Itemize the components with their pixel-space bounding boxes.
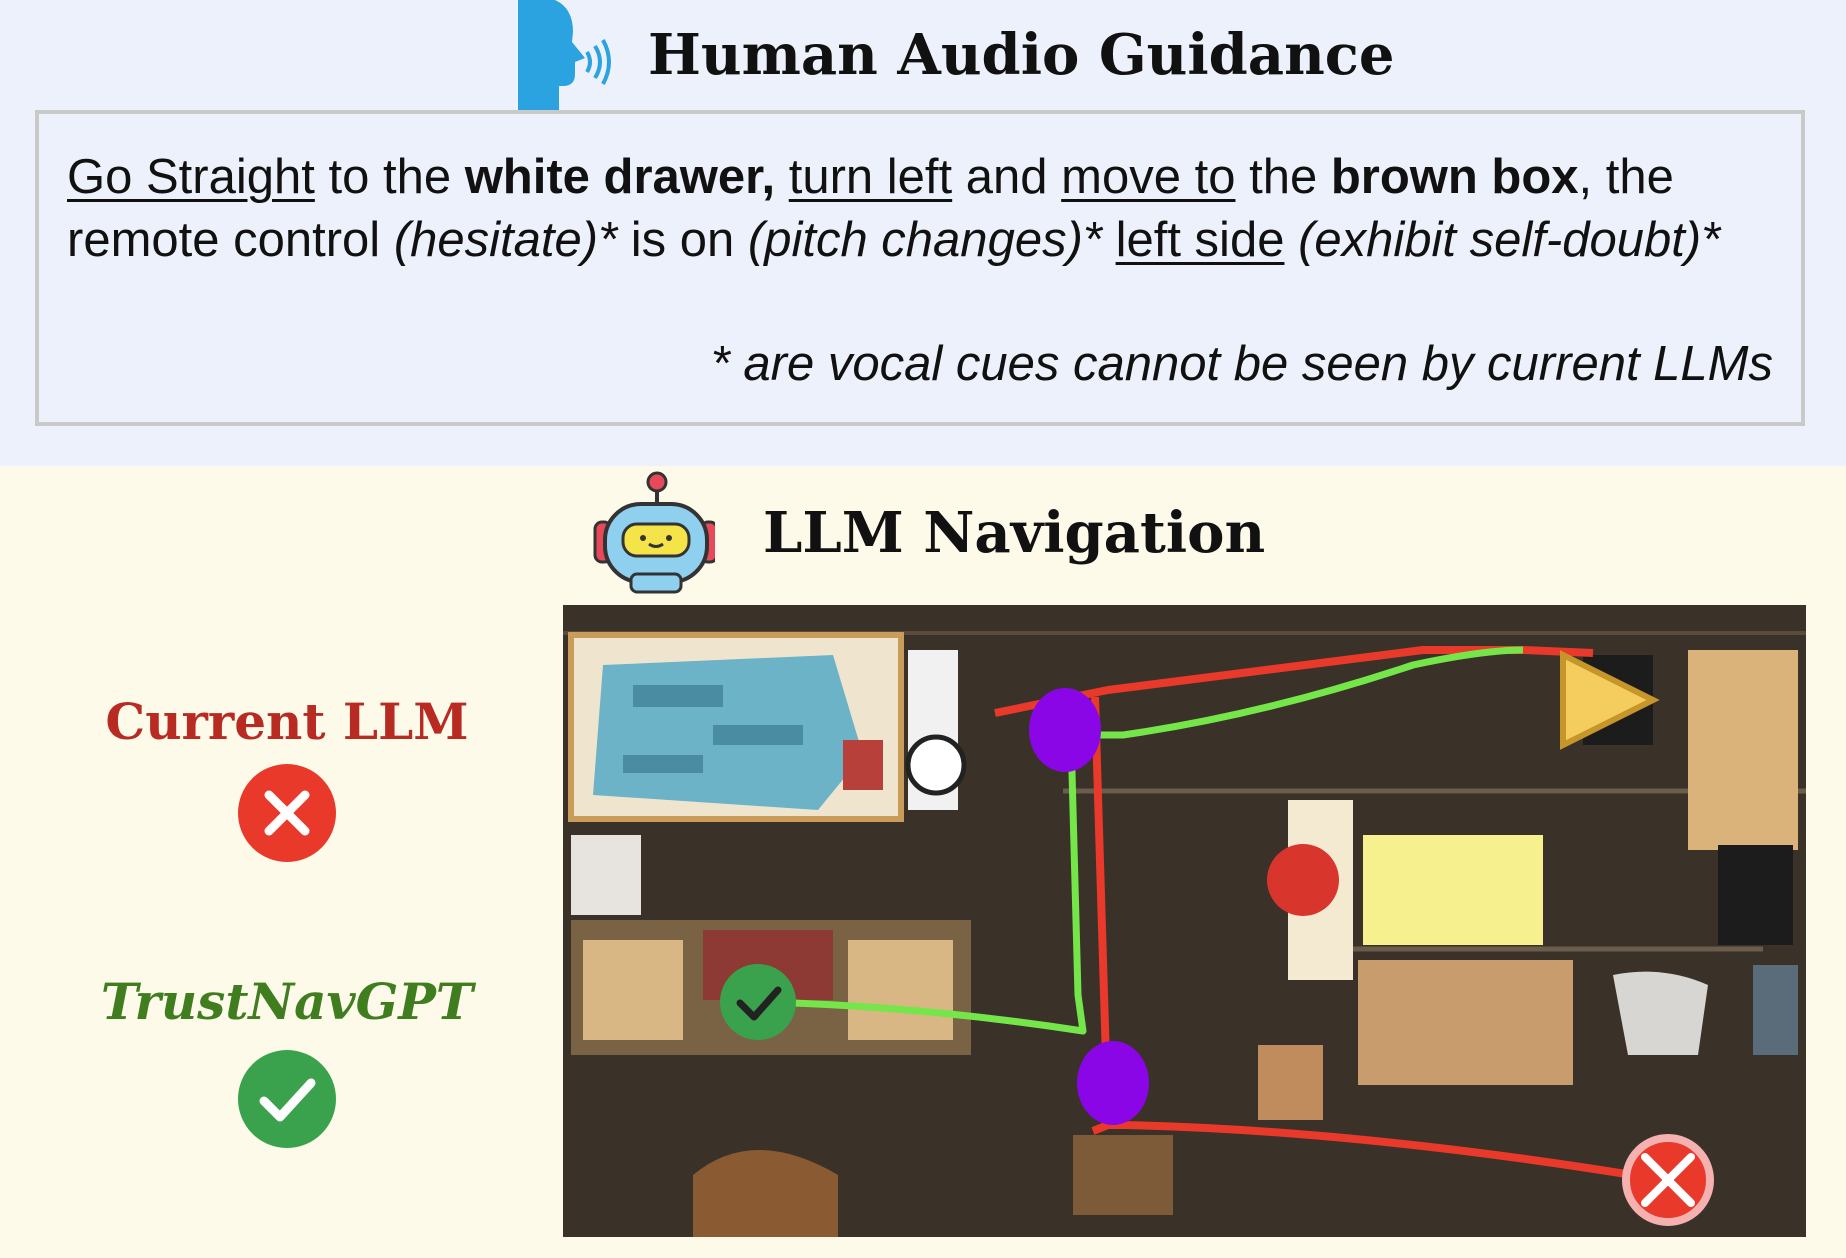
white-chair (1613, 971, 1708, 1055)
robot-icon (593, 471, 715, 594)
round-table (693, 1150, 838, 1237)
bed (568, 632, 904, 822)
lamp (905, 734, 967, 796)
guidance-line-2: remote control (hesitate)* is on (pitch … (67, 213, 1721, 267)
success-marker-icon (720, 964, 796, 1040)
x-circle-icon (238, 764, 336, 862)
phrase-brown-box: brown box (1330, 150, 1579, 204)
brown-box (1073, 1135, 1173, 1215)
waypoint-1 (1029, 688, 1101, 772)
triangle-goal-icon (1560, 650, 1660, 750)
phrase-white-drawer: white drawer, (464, 150, 776, 204)
table-yellow (1363, 835, 1543, 945)
guidance-title: Human Audio Guidance (648, 22, 1395, 88)
cue-pitch-changes: (pitch changes)* (747, 213, 1102, 267)
cue-hesitate: (hesitate)* (393, 213, 618, 267)
fail-marker-icon (1622, 1134, 1714, 1226)
guidance-line-1: Go Straight to the white drawer, turn le… (67, 150, 1674, 204)
guidance-textbox: Go Straight to the white drawer, turn le… (35, 110, 1805, 426)
legend-current-llm: Current LLM (105, 692, 469, 751)
check-circle-icon (238, 1050, 336, 1148)
phrase-left-side: left side (1115, 213, 1285, 267)
shelf (1688, 650, 1798, 850)
navigation-title: LLM Navigation (763, 500, 1266, 566)
phrase-turn-left: turn left (788, 150, 953, 204)
legend-trustnavgpt: TrustNavGPT (100, 972, 474, 1031)
toilet (571, 835, 641, 915)
cabinet-black (1718, 845, 1793, 945)
audio-guidance-panel: Human Audio Guidance Go Straight to the … (0, 0, 1846, 466)
chair-red (1267, 844, 1339, 916)
phrase-go-straight: Go Straight (67, 150, 315, 204)
cardboard-box (1258, 1045, 1323, 1120)
cue-self-doubt: (exhibit self-doubt)* (1298, 213, 1721, 267)
table-tan (1358, 960, 1573, 1085)
trustnavgpt-path (754, 646, 1524, 1035)
guidance-text: Go Straight to the white drawer, turn le… (67, 146, 1787, 272)
phrase-move-to: move to (1061, 150, 1236, 204)
room-map (563, 605, 1806, 1237)
footnote: * are vocal cues cannot be seen by curre… (710, 337, 1773, 391)
waypoint-2 (1077, 1041, 1149, 1125)
speaking-head-icon (518, 0, 611, 110)
tv (1753, 965, 1798, 1055)
